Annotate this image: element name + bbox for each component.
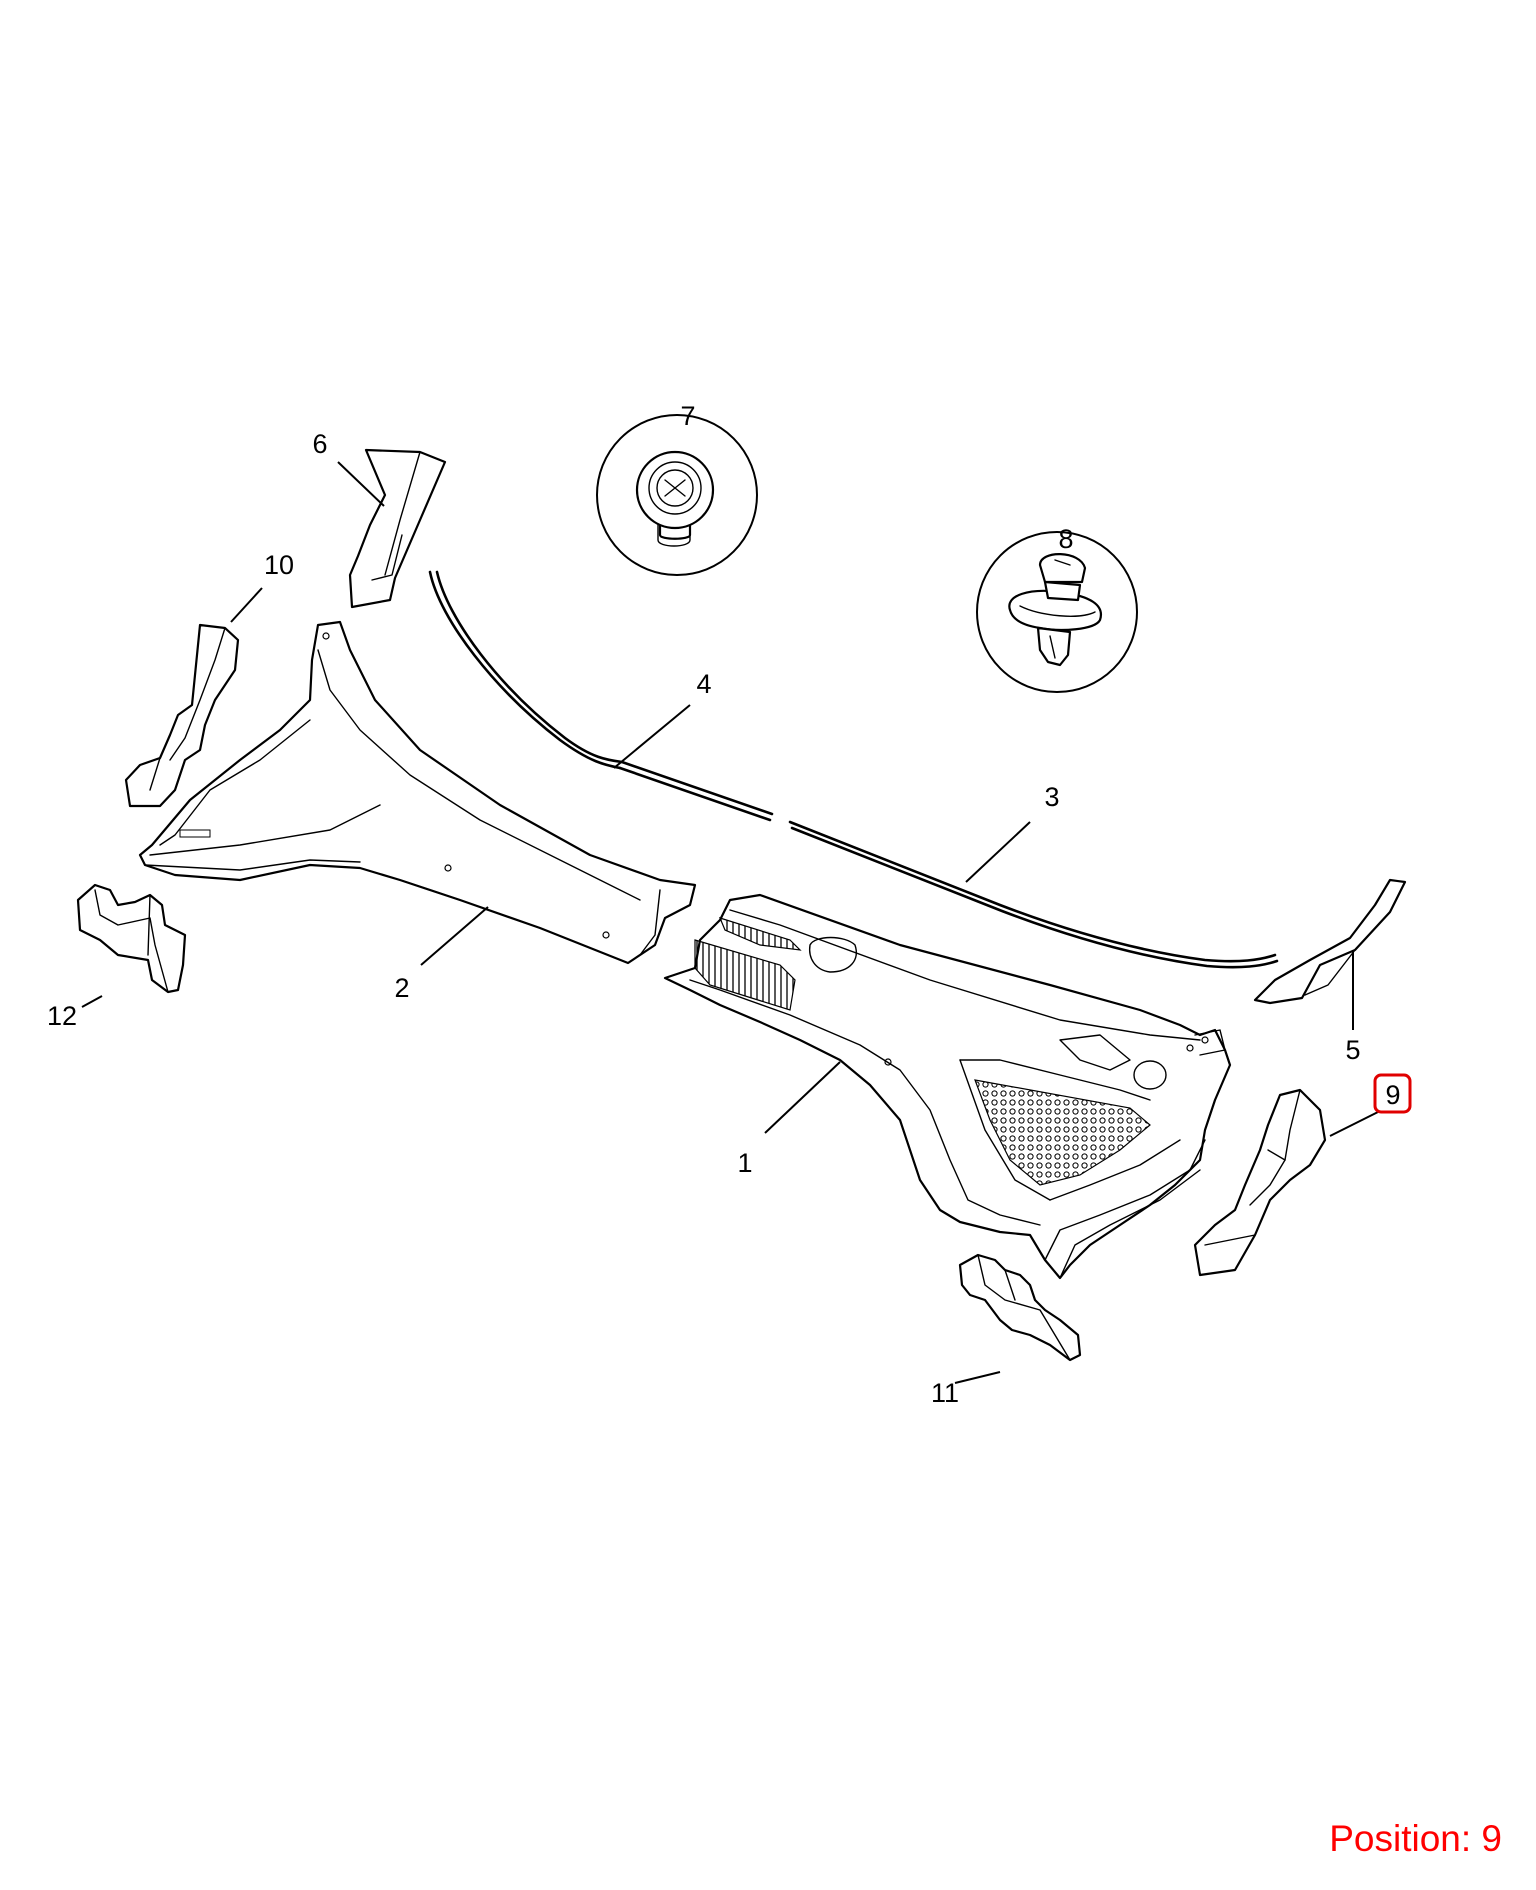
leader-9 [1329,1111,1379,1137]
callout-3: 3 [1044,782,1059,812]
callout-4: 4 [696,669,711,699]
callout-7: 7 [680,401,695,431]
leader-11 [954,1371,1001,1384]
part-5-trim-piece [1253,878,1407,1005]
leader-8b [230,587,263,623]
leader-6 [337,461,385,507]
part-12-bracket [76,883,187,994]
leader-3 [965,821,1031,883]
part-11-bracket [958,1253,1082,1362]
callout-5: 5 [1345,1035,1360,1065]
leader-1 [764,1061,841,1134]
part-8-push-pin-detail [976,531,1138,693]
part-3-seal-strip [788,820,1279,969]
callout-9-highlight-box [1373,1073,1412,1114]
part-10-end-block [124,623,240,808]
callout-2: 2 [394,973,409,1003]
callout-9: 9 [1385,1080,1400,1110]
callout-8: 8 [1058,524,1073,554]
callout-labels: 1 2 3 4 5 6 7 8 9 10 11 12 [47,401,1401,1408]
callout-12: 12 [47,1001,77,1031]
part-9-end-block [1193,1088,1327,1277]
leader-2 [420,906,489,966]
leader-12 [81,995,103,1008]
leader-4 [613,704,691,769]
callout-1: 1 [737,1148,752,1178]
callout-11: 11 [931,1378,959,1408]
part-6-trim-piece [348,448,447,609]
part-1-main-cowl-panel [663,893,1232,1280]
callout-10: 10 [264,550,294,580]
callout-6: 6 [312,429,327,459]
part-4-weatherstrip [428,570,774,822]
position-label: Position: 9 [1329,1818,1502,1859]
part-2-left-cowl-panel [138,620,697,965]
part-7-push-clip-detail [596,414,758,576]
leader-lines [81,461,1379,1384]
